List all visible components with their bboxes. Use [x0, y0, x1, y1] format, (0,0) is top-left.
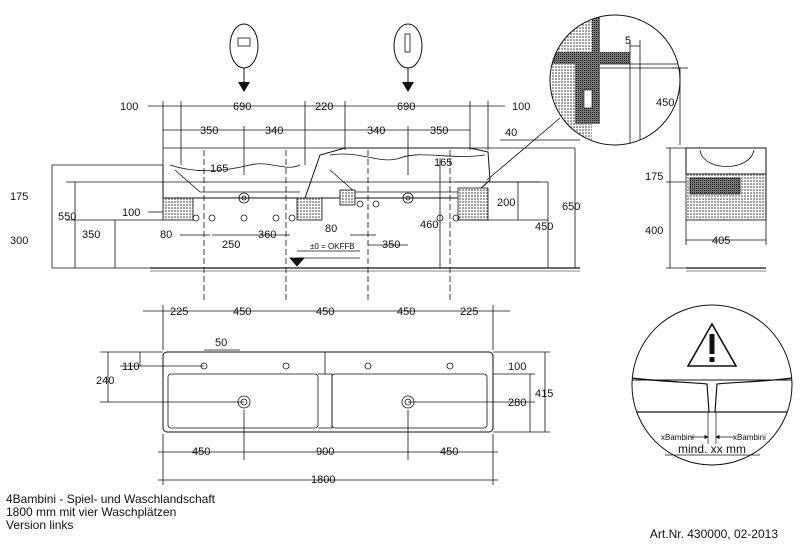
dim-left-100: 100 — [122, 207, 140, 219]
faucet-symbol-left — [229, 23, 259, 92]
side-dim-400: 400 — [645, 225, 663, 237]
side-view — [666, 147, 767, 272]
article-number: Art.Nr. 430000, 02-2013 — [649, 527, 778, 541]
plan-dim-50: 50 — [215, 337, 227, 349]
front-view-labels: 100 690 220 690 100 350 340 340 350 175 … — [10, 101, 580, 251]
plan-dim-450-bottom-right: 450 — [440, 446, 458, 458]
warning-detail: xBambini xBambini mind. xx mm — [631, 304, 793, 466]
dim-top-690-right: 690 — [397, 101, 415, 113]
plan-dim-225-right: 225 — [460, 306, 478, 318]
xbambini-right-label: xBambini — [733, 433, 766, 442]
dim-165-right: 165 — [434, 157, 452, 169]
dim-bottom-250: 250 — [222, 239, 240, 251]
dim-165-left: 165 — [210, 163, 228, 175]
dim-340-b: 340 — [367, 125, 385, 137]
plan-dim-240: 240 — [96, 375, 114, 387]
plan-dim-100: 100 — [508, 361, 526, 373]
okffb-label: ±0 = OKFFB — [310, 242, 355, 251]
plan-view — [100, 305, 550, 485]
caption-line-2: 1800 mm mit vier Waschplätzen — [6, 505, 177, 519]
plan-dim-225-left: 225 — [170, 306, 188, 318]
dim-top-690-left: 690 — [233, 101, 251, 113]
plan-dim-450-bottom-left: 450 — [192, 446, 210, 458]
dim-right-650: 650 — [562, 201, 580, 213]
detail-dim-5: 5 — [625, 35, 631, 47]
plan-dim-450-c: 450 — [397, 306, 415, 318]
dim-top-220: 220 — [315, 101, 333, 113]
dim-top-100-right: 100 — [512, 101, 530, 113]
dim-left-550: 550 — [58, 211, 76, 223]
dim-bottom-350: 350 — [382, 239, 400, 251]
dim-right-40: 40 — [505, 127, 517, 139]
faucet-symbol-right — [393, 23, 423, 92]
detail-dims — [630, 45, 688, 145]
plan-dim-280: 280 — [508, 397, 526, 409]
caption-line-3: Version links — [6, 518, 74, 532]
dim-bottom-360: 360 — [258, 229, 276, 241]
plan-dim-110: 110 — [122, 361, 140, 373]
dim-top-100-left: 100 — [120, 101, 138, 113]
dim-left-300: 300 — [10, 235, 28, 247]
plan-dim-450-b: 450 — [316, 306, 334, 318]
dim-right-460: 460 — [420, 219, 438, 231]
xbambini-left-label: xBambini — [661, 433, 694, 442]
side-dim-405: 405 — [712, 235, 730, 247]
plan-dim-450-a: 450 — [233, 306, 251, 318]
caption-line-1: 4Bambini - Spiel- und Waschlandschaft — [6, 492, 215, 506]
plan-dim-900: 900 — [316, 446, 334, 458]
dim-left-175: 175 — [10, 191, 28, 203]
dim-bottom-80-left: 80 — [160, 229, 172, 241]
plan-view-labels: 225 450 450 450 225 50 110 240 100 280 4… — [96, 306, 553, 486]
front-view — [51, 101, 580, 300]
min-distance-label: mind. xx mm — [678, 442, 746, 456]
dim-350-a: 350 — [200, 125, 218, 137]
side-dim-175: 175 — [645, 171, 663, 183]
dim-bottom-80-right: 80 — [325, 223, 337, 235]
detail-dim-450: 450 — [656, 97, 674, 109]
plan-dim-415: 415 — [535, 388, 553, 400]
plan-dim-1800: 1800 — [311, 474, 335, 486]
drawing-caption: 4Bambini - Spiel- und Waschlandschaft 18… — [6, 493, 215, 532]
dim-350-b: 350 — [430, 125, 448, 137]
dim-right-450: 450 — [535, 221, 553, 233]
dim-left-350: 350 — [82, 229, 100, 241]
dim-right-200: 200 — [497, 197, 515, 209]
detail-circle — [549, 14, 681, 146]
dim-340-a: 340 — [265, 125, 283, 137]
